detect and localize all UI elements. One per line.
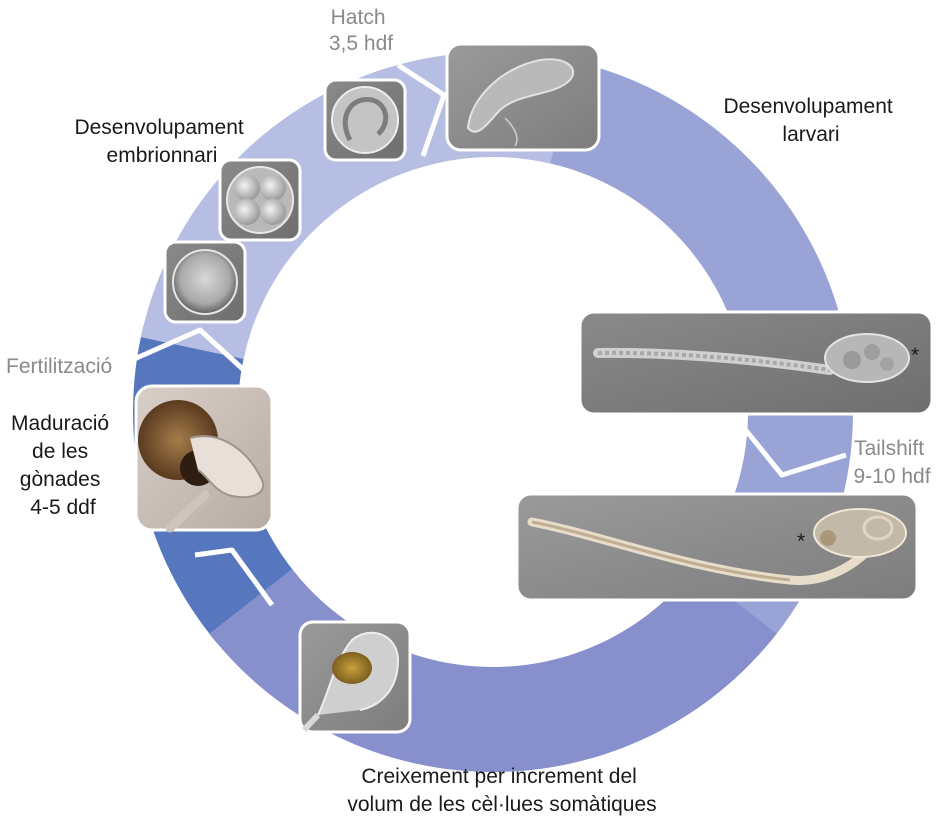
label-somatic-growth: Creixement per increment del volum de le… bbox=[347, 765, 656, 816]
photo-late-embryo bbox=[325, 80, 405, 160]
photo-juvenile bbox=[300, 622, 410, 732]
label-embryonic-development: Desenvolupament embrionnari bbox=[74, 116, 249, 167]
asterisk-marker-pre-tailshift: * bbox=[911, 344, 919, 367]
photo-larva-post-tailshift bbox=[517, 494, 917, 600]
photo-larva-pre-tailshift bbox=[580, 312, 932, 414]
label-tailshift: Tailshift 9-10 hdf bbox=[853, 437, 930, 488]
label-larval-development: Desenvolupament larvari bbox=[723, 95, 898, 146]
label-hatch: Hatch 3,5 hdf bbox=[329, 6, 393, 55]
photo-mature-adult bbox=[136, 386, 272, 530]
label-fertilization: Fertilització bbox=[6, 355, 112, 378]
label-gonad-maturation: Maduració de les gònades 4-5 ddf bbox=[11, 412, 115, 519]
photo-egg bbox=[165, 242, 245, 322]
photo-hatched-larva bbox=[447, 44, 599, 150]
asterisk-marker-post-tailshift: * bbox=[797, 530, 805, 553]
photo-four-cell-embryo bbox=[220, 160, 300, 240]
